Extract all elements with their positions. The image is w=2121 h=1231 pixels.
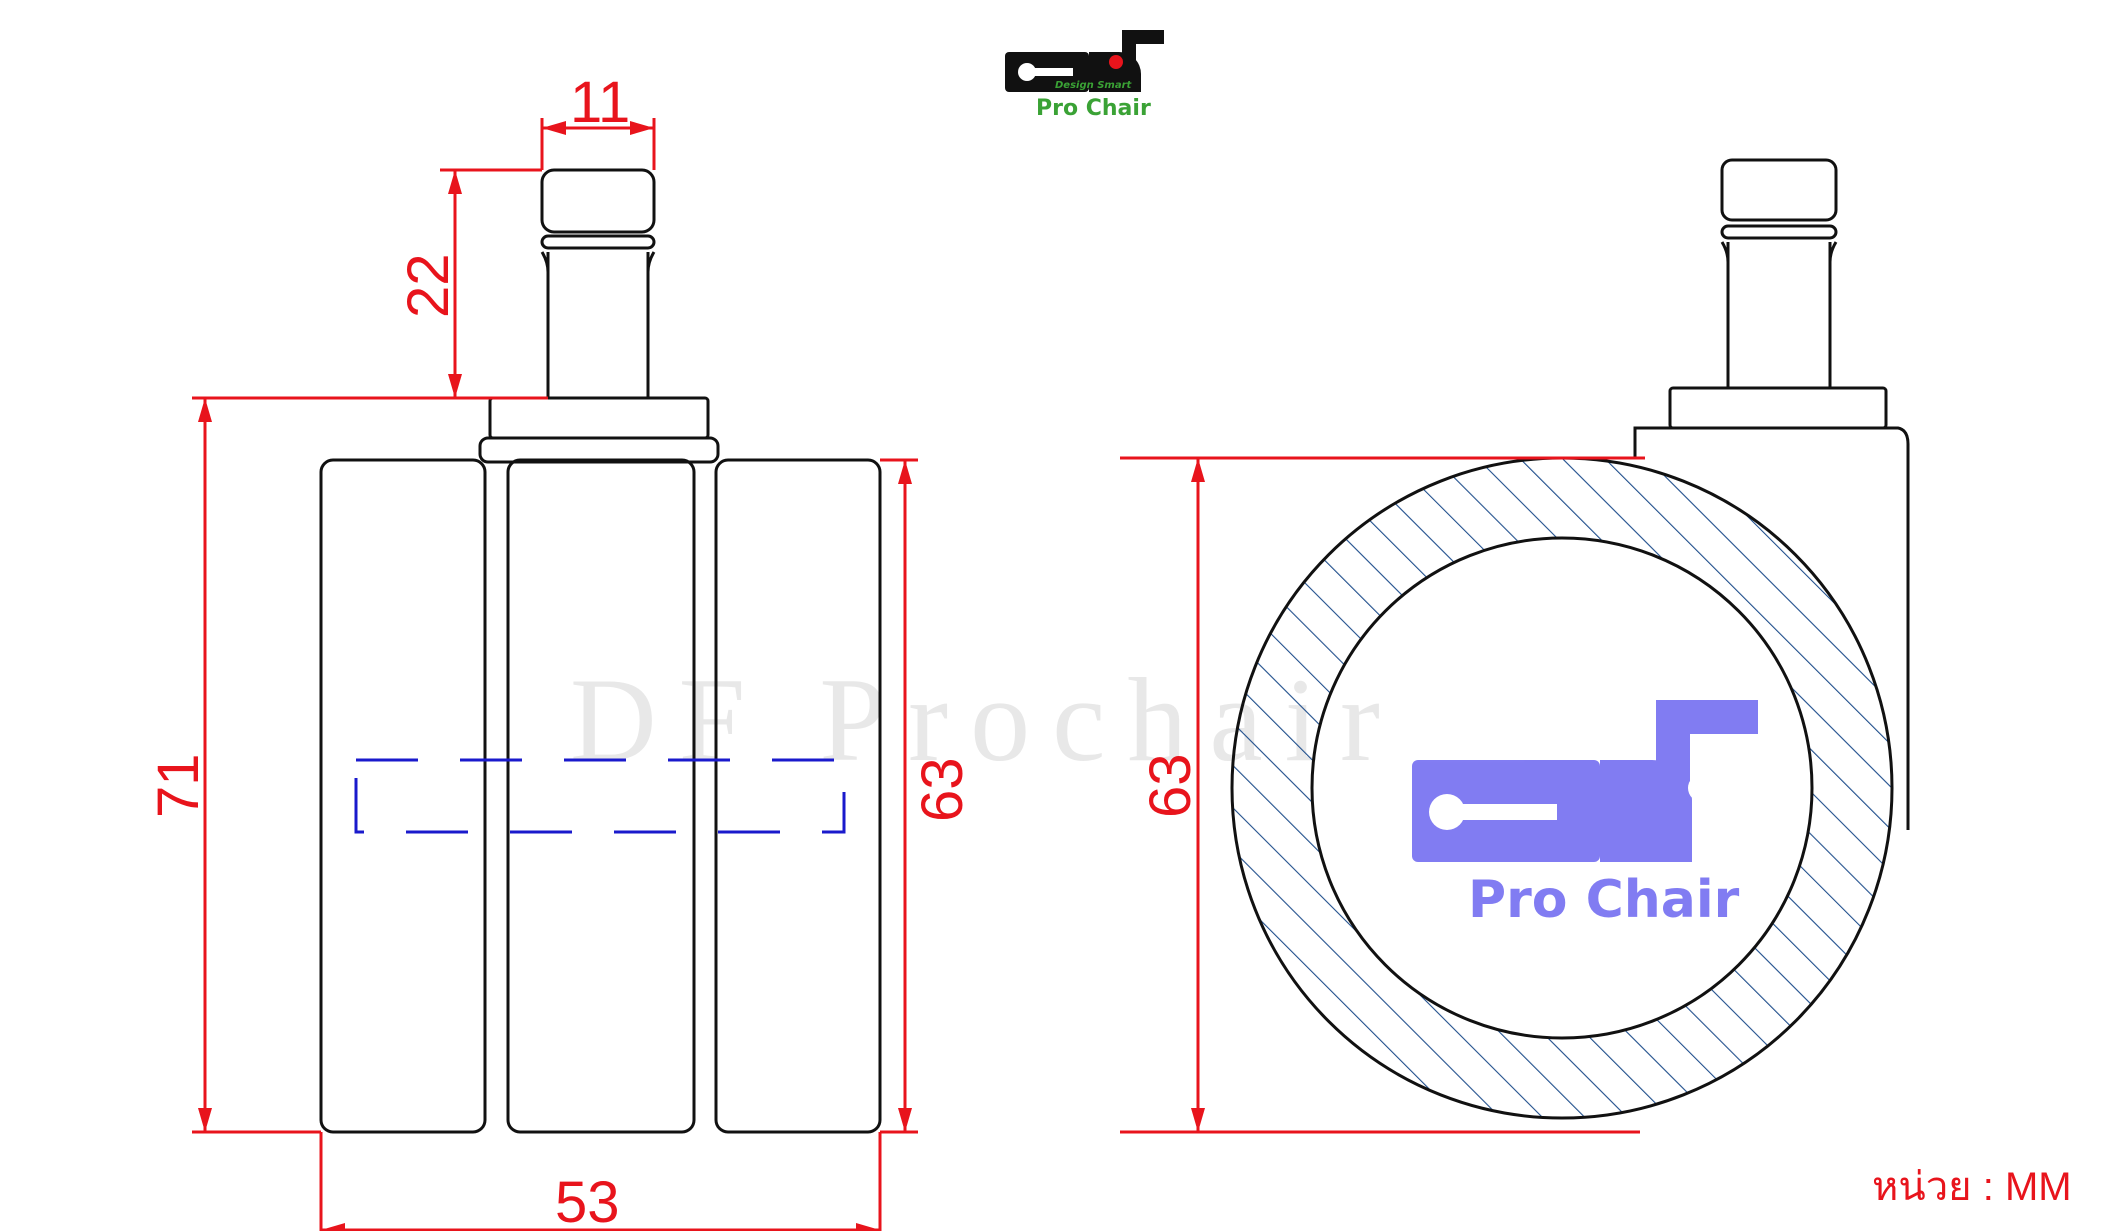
logo-tagline: Design Smart xyxy=(1055,80,1133,91)
logo-red-dot-icon xyxy=(1109,55,1123,69)
dimension-total-height: 71 xyxy=(146,396,490,1134)
stem-ring xyxy=(540,234,656,250)
wheel-segment-right xyxy=(714,458,882,1134)
label-wheel-height-front: 63 xyxy=(910,757,975,822)
hub-logo-name: Pro Chair xyxy=(1468,870,1740,930)
dimension-stem-height: 22 xyxy=(396,168,548,400)
wheel-hub xyxy=(1310,536,1814,1040)
logo-name: Pro Chair xyxy=(1036,96,1151,121)
wheel-segment-left xyxy=(319,458,487,1134)
dimension-wheel-height-front: 63 xyxy=(880,458,975,1134)
front-view xyxy=(319,168,882,1134)
brand-logo: Design Smart Pro Chair xyxy=(1005,30,1164,121)
side-view: Pro Chair xyxy=(1230,158,1910,1120)
dimension-wheel-diameter-side: 63 xyxy=(1120,456,1645,1134)
dimension-stem-width: 11 xyxy=(540,70,656,170)
label-wheel-width: 53 xyxy=(555,1170,620,1231)
side-stem-shaft xyxy=(1720,241,1838,388)
unit-label: หน่วย : MM xyxy=(1872,1165,2072,1209)
stem-top-cap xyxy=(540,168,656,234)
collar-lower xyxy=(478,436,720,464)
stem-shaft xyxy=(540,251,656,398)
label-stem-width: 11 xyxy=(570,70,630,135)
side-stem-cap xyxy=(1720,158,1838,222)
dimension-wheel-width: 53 xyxy=(319,1132,882,1231)
label-total-height: 71 xyxy=(146,753,211,818)
label-stem-height: 22 xyxy=(396,253,461,318)
hub-logo: Pro Chair xyxy=(1412,700,1758,930)
label-wheel-diameter-side: 63 xyxy=(1138,753,1203,818)
wheel-segment-middle xyxy=(506,458,696,1134)
side-stem-ring xyxy=(1720,224,1838,240)
side-collar xyxy=(1668,386,1888,430)
side-fork xyxy=(1633,426,1910,830)
collar-upper xyxy=(488,396,710,440)
hidden-axle xyxy=(354,758,846,834)
